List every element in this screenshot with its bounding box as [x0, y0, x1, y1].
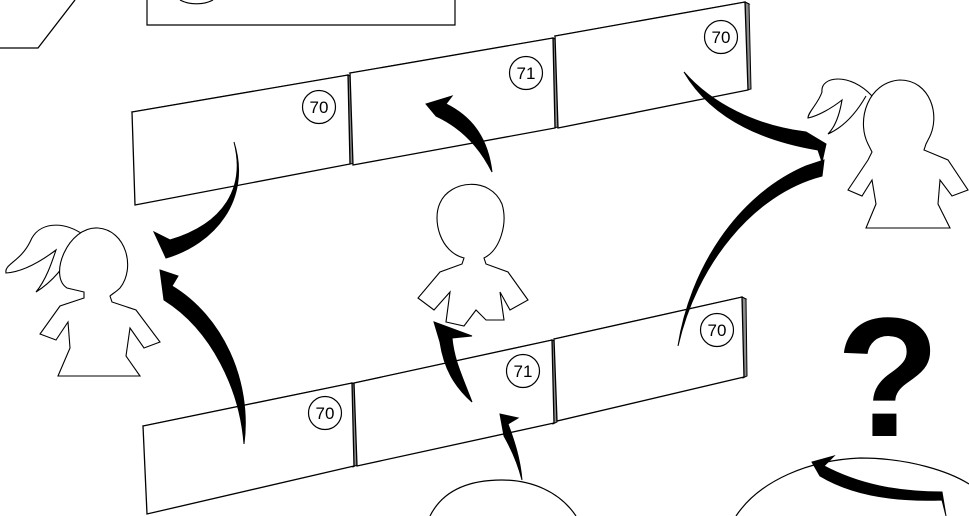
- panel-number: 70: [712, 28, 731, 47]
- circle-bottom-center: [430, 480, 576, 516]
- figure-girl-right: [808, 79, 968, 228]
- panel-bottom-3: 70: [554, 297, 747, 421]
- panel-number: 71: [517, 64, 536, 83]
- figure-boy-center: [418, 184, 528, 326]
- panel-top-2: 71: [350, 38, 558, 165]
- panel-number: 70: [708, 321, 727, 340]
- panel-number: 70: [316, 404, 335, 423]
- panel-number: 71: [514, 362, 533, 381]
- panel-bottom-1: 70: [143, 383, 357, 514]
- figure-girl-left: [6, 225, 160, 376]
- corner-fragment: [0, 0, 455, 48]
- panel-number: 70: [310, 98, 329, 117]
- question-mark: ?: [836, 283, 940, 473]
- panel-top-1: 70: [132, 75, 355, 205]
